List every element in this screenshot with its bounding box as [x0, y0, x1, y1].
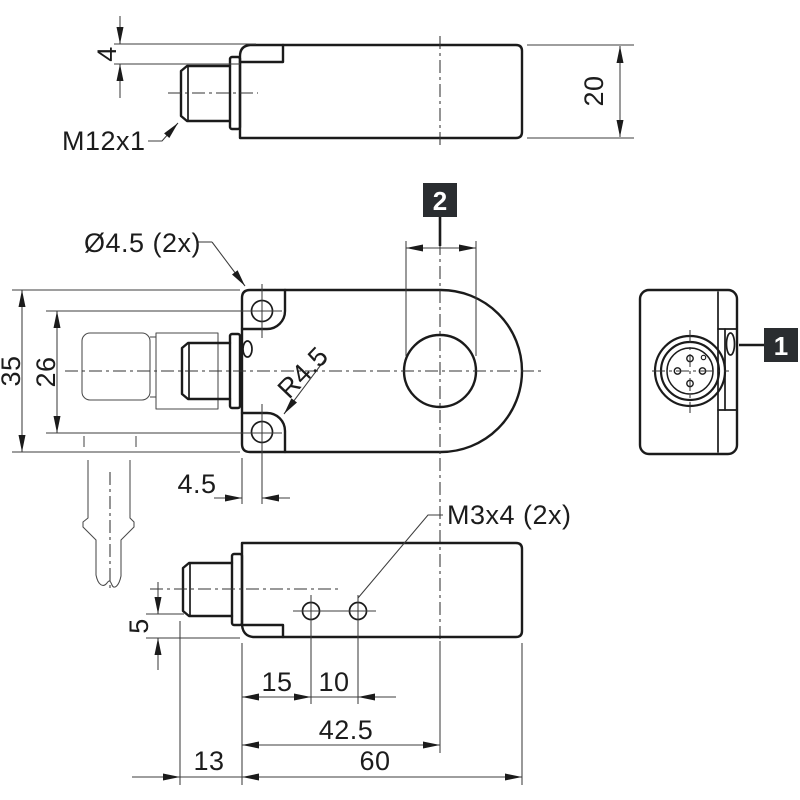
- top-view: [168, 36, 524, 146]
- dimension-thread-hole1-offset: 15: [242, 667, 311, 701]
- dimension-step-height: 4: [92, 16, 256, 98]
- dim-ring-center-offset-text: 42.5: [319, 715, 374, 745]
- dim-housing-thickness-text: 20: [579, 75, 609, 106]
- callout-marker-1: 1: [739, 328, 798, 362]
- front-view-centerlines: [65, 242, 545, 640]
- dimension-housing-thickness: 20: [527, 44, 634, 139]
- front-view-body-outline: [240, 288, 524, 454]
- marker-1-number: 1: [774, 331, 788, 361]
- marker-2-badge: [423, 183, 457, 217]
- top-view-centerlines: [168, 36, 441, 146]
- front-view-led-slot: [242, 340, 253, 358]
- dim-connector-offset-text: 5: [124, 618, 154, 634]
- cable-phantom: [82, 460, 135, 588]
- dim-housing-length-text: 60: [359, 746, 390, 776]
- side-view-body-outline: [638, 288, 739, 456]
- bottom-extension-lines: [179, 621, 523, 785]
- dimension-hole-edge-offset: 4.5: [177, 458, 290, 504]
- marker-2-number: 2: [433, 186, 447, 216]
- side-view-led: [725, 332, 736, 356]
- dimension-housing-height: 35: [0, 289, 240, 453]
- dim-connector-length-text: 13: [193, 746, 224, 776]
- corner-radius-text: R4.5: [272, 341, 335, 404]
- dim-hole-spacing-text: 26: [31, 356, 61, 387]
- side-view: [638, 288, 739, 456]
- dimension-connector-offset: 5: [124, 582, 240, 670]
- label-connector-thread: M12x1: [62, 122, 179, 156]
- bottom-view-step-edge: [240, 623, 285, 639]
- callout-marker-2: 2: [405, 183, 477, 356]
- dimension-housing-length: 60: [242, 746, 522, 781]
- marker-1-badge: [764, 328, 798, 362]
- top-view-step-edge: [238, 43, 285, 64]
- dim-thread-hole1-offset-text: 15: [261, 667, 292, 697]
- front-view-ear-contour-bottom: [240, 411, 287, 454]
- dimension-thread-hole-spacing: 10: [311, 667, 396, 701]
- dim-housing-height-text: 35: [0, 355, 26, 386]
- label-fixing-thread: M3x4 (2x): [357, 500, 572, 599]
- fixing-thread-text: M3x4 (2x): [447, 500, 572, 530]
- front-view-connector-thread: [180, 341, 232, 401]
- top-view-body-outline: [238, 43, 524, 140]
- dim-thread-hole-spacing-text: 10: [318, 667, 349, 697]
- bottom-view-hole-crosshairs: [293, 595, 376, 704]
- mounting-holes-text: Ø4.5 (2x): [84, 228, 201, 258]
- front-view-ear-contour-top: [240, 288, 287, 331]
- dim-step-height-text: 4: [92, 46, 122, 62]
- bottom-view: [150, 541, 524, 704]
- dimension-hole-spacing: 26: [31, 310, 282, 434]
- label-corner-radius: R4.5: [272, 341, 335, 415]
- dim-hole-edge-offset-text: 4.5: [177, 469, 216, 499]
- dimension-ring-center-offset: 42.5: [242, 715, 440, 749]
- mating-plug-phantom: [81, 332, 219, 592]
- connector-face: [652, 330, 729, 413]
- label-mounting-holes: Ø4.5 (2x): [84, 228, 246, 287]
- side-view-edge-rib: [717, 291, 737, 453]
- connector-thread-text: M12x1: [62, 126, 146, 156]
- front-view: [65, 242, 545, 640]
- bottom-view-body-outline: [240, 541, 524, 639]
- dimension-connector-length: 13: [132, 746, 242, 781]
